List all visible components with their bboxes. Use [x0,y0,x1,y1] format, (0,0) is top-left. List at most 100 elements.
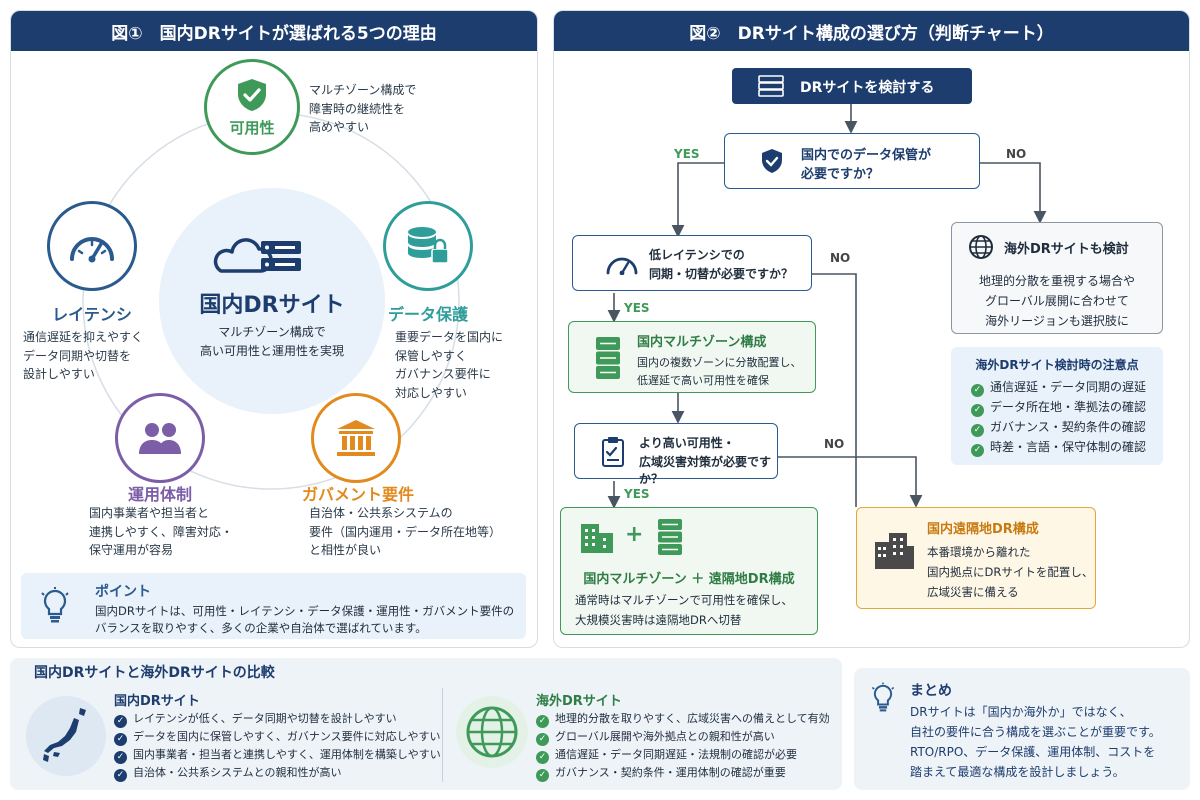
database-lock-icon [408,227,449,264]
notes-title: 海外DRサイト検討時の注意点 [975,358,1139,372]
clipboard-check-icon [602,437,624,467]
start-box: DRサイトを検討する [732,68,972,104]
domestic-list: ✓レイテンシが低く、データ同期や切替を設計しやすい ✓データを国内に保管しやすく… [114,710,441,782]
q2-no-label: NO [830,251,851,265]
overseas-item: ✓グローバル展開や海外拠点との親和性が高い [536,728,830,746]
domestic-item: ✓国内事業者・担当者と連携しやすく、運用体制を構築しやすい [114,746,441,764]
comparison-title: 国内DRサイトと海外DRサイトの比較 [34,665,275,681]
question-2-line-2: 同期・切替が必要ですか？ [649,267,794,281]
overseas-item: ✓地理的分散を取りやすく、広域災害への備えとして有効 [536,710,830,728]
lightbulb-icon [41,587,69,623]
center-circle [159,188,385,414]
summary-line: 踏まえて最適な構成を設計しましょう。 [910,765,1125,779]
check-icon: ✓ [971,444,984,457]
combo-title: 国内マルチゾーン ＋ 遠隔地DR構成 [583,572,795,587]
question-3-box: より高い可用性・ 広域災害対策が必要ですか？ [574,423,778,486]
domestic-title: 国内DRサイト [114,694,200,709]
data-protection-desc: 重要データを国内に 保管しやすく ガバナンス要件に 対応しやすい [395,330,504,400]
multizone-title: 国内マルチゾーン構成 [637,335,767,350]
japan-map-icon [26,696,106,776]
center-title: 国内DRサイト [199,293,345,318]
server-icon [758,75,784,97]
availability-circle: 可用性 [204,59,300,155]
question-3-line-2: 広域災害対策が必要ですか？ [639,455,772,486]
overseas-item: ✓ガバナンス・契約条件・運用体制の確認が重要 [536,764,830,782]
check-icon: ✓ [971,384,984,397]
gauge-icon [606,257,638,275]
question-1-line-2: 必要ですか？ [801,167,880,182]
q2-yes-label: YES [624,301,650,315]
question-1-line-1: 国内でのデータ保管が [801,148,932,163]
point-title: ポイント [95,584,151,600]
remote-title: 国内遠隔地DR構成 [927,522,1039,537]
government-building-icon [337,420,375,456]
comparison-panel: 国内DRサイトと海外DRサイトの比較 国内DRサイト ✓レイテンシが低く、データ… [10,658,842,790]
ops-circle [115,393,205,483]
comparison-divider [442,688,443,782]
overseas-line-3: 海外リージョンも選択肢に [985,314,1129,328]
q1-no-label: NO [1006,147,1027,161]
server-stack-icon [596,337,620,379]
summary-line: DRサイトは「国内か海外か」ではなく、 [910,705,1132,719]
domestic-item: ✓自治体・公共系システムとの親和性が高い [114,764,441,782]
overseas-line-2: グローバル展開に合わせて [985,294,1129,308]
overseas-box: 海外DRサイトも検討 地理的分散を重視する場合や グローバル展開に合わせて 海外… [951,222,1163,334]
cloud-server-icon [213,238,301,273]
summary-line: 自社の要件に合う構成を選ぶことが重要です。 [910,725,1161,739]
multizone-line-2: 低遅延で高い可用性を確保 [637,374,769,387]
domestic-item: ✓レイテンシが低く、データ同期や切替を設計しやすい [114,710,441,728]
center-desc-1: マルチゾーン構成で [218,325,326,339]
summary-panel: まとめ DRサイトは「国内か海外か」ではなく、 自社の要件に合う構成を選ぶことが… [854,668,1190,790]
gov-circle [311,393,401,483]
check-icon: ✓ [536,751,549,764]
notes-item: ✓データ所在地・準拠法の確認 [971,397,1146,417]
remote-line-3: 広域災害に備える [927,585,1019,599]
q3-no-label: NO [824,437,845,451]
remote-line-2: 国内拠点にDRサイトを配置し、 [927,565,1094,579]
notes-list: ✓通信遅延・データ同期の遅延 ✓データ所在地・準拠法の確認 ✓ガバナンス・契約条… [971,377,1146,457]
point-line-2: バランスを取りやすく、多くの企業や自治体で選ばれています。 [95,621,427,635]
question-2-line-1: 低レイテンシでの [649,248,745,262]
notes-item: ✓ガバナンス・契約条件の確認 [971,417,1146,437]
notes-item: ✓時差・言語・保守体制の確認 [971,437,1146,457]
question-2-box: 低レイテンシでの 同期・切替が必要ですか？ [572,235,812,291]
overseas-compare-list: ✓地理的分散を取りやすく、広域災害への備えとして有効 ✓グローバル展開や海外拠点… [536,710,830,782]
shield-check-icon [238,78,266,111]
availability-desc: マルチゾーン構成で 障害時の継続性を 高めやすい [309,83,417,135]
start-label: DRサイトを検討する [800,80,935,96]
latency-desc: 通信遅延を抑えやすく データ同期や切替を 設計しやすい [23,330,144,382]
overseas-compare-title: 海外DRサイト [536,694,622,709]
check-icon: ✓ [536,769,549,782]
lightbulb-icon [871,682,895,712]
check-icon: ✓ [536,733,549,746]
question-1-box: 国内でのデータ保管が 必要ですか？ [724,133,980,189]
availability-label: 可用性 [229,118,275,137]
multizone-box: 国内マルチゾーン構成 国内の複数ゾーンに分散配置し、 低遅延で高い可用性を確保 [568,321,816,393]
check-icon: ✓ [114,733,127,746]
center-desc-2: 高い可用性と運用性を実現 [199,344,344,358]
figure1-panel: 図① 国内DRサイトが選ばれる5つの理由 国内DRサイト マルチゾーン構成で 高… [10,10,538,648]
combo-line-2: 大規模災害時は遠隔地DRへ切替 [575,613,742,627]
question-3-line-1: より高い可用性・ [639,436,735,450]
overseas-title: 海外DRサイトも検討 [1004,242,1129,257]
overseas-notes-box: 海外DRサイト検討時の注意点 ✓通信遅延・データ同期の遅延 ✓データ所在地・準拠… [951,347,1163,465]
figure2-panel: 図② DRサイト構成の選び方（判断チャート） DRサイトを検討する [553,10,1190,648]
figure2-title: 図② DRサイト構成の選び方（判断チャート） [554,11,1189,51]
q1-yes-label: YES [674,147,700,161]
overseas-line-1: 地理的分散を重視する場合や [978,274,1135,288]
check-icon: ✓ [114,751,127,764]
combo-line-1: 通常時はマルチゾーンで可用性を確保し、 [575,593,793,607]
remote-dr-box: 国内遠隔地DR構成 本番環境から離れた 国内拠点にDRサイトを配置し、 広域災害… [856,507,1096,609]
gov-label: ガバメント要件 [301,485,414,504]
check-icon: ✓ [971,424,984,437]
server-stack-icon [658,519,682,555]
q3-yes-label: YES [624,487,650,501]
figure1-title: 図① 国内DRサイトが選ばれる5つの理由 [11,11,537,51]
point-line-1: 国内DRサイトは、可用性・レイテンシ・データ保護・運用性・ガバメント要件の [95,604,515,618]
combo-box: + 国内マルチゾーン ＋ 遠隔地DR構成 通常時はマルチゾーンで可用性を確保し、… [560,507,818,635]
latency-circle [47,201,137,291]
gauge-icon [70,237,114,263]
notes-item: ✓通信遅延・データ同期の遅延 [971,377,1146,397]
domestic-item: ✓データを国内に保管しやすく、ガバナンス要件に対応しやすい [114,728,441,746]
building-icon [875,533,914,569]
